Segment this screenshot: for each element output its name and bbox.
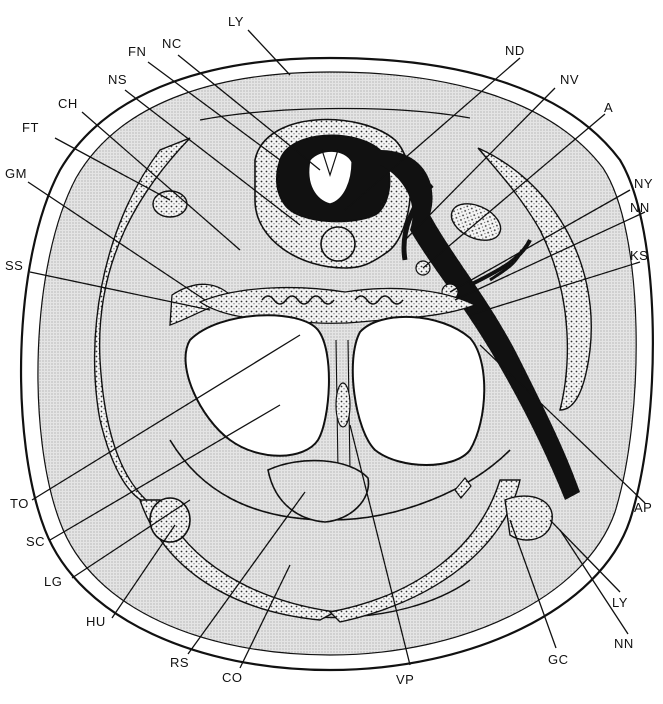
label-ft: FT <box>22 120 39 135</box>
label-ns: NS <box>108 72 127 87</box>
label-co: CO <box>222 670 243 685</box>
label-lg: LG <box>44 574 62 589</box>
label-to: TO <box>10 496 29 511</box>
label-fn: FN <box>128 44 146 59</box>
label-a: A <box>604 100 613 115</box>
neural-region <box>255 120 410 268</box>
label-sc: SC <box>26 534 45 549</box>
label-vp: VP <box>396 672 414 687</box>
label-ss: SS <box>5 258 23 273</box>
label-ly-bottom: LY <box>612 595 628 610</box>
label-ap: AP <box>634 500 652 515</box>
label-nn-bottom: NN <box>614 636 634 651</box>
label-nv: NV <box>560 72 579 87</box>
label-ny: NY <box>634 176 653 191</box>
label-nn-right: NN <box>630 200 650 215</box>
label-hu: HU <box>86 614 106 629</box>
label-ks: KS <box>630 248 648 263</box>
label-nd: ND <box>505 43 525 58</box>
label-gm: GM <box>5 166 27 181</box>
label-nc: NC <box>162 36 182 51</box>
label-ch: CH <box>58 96 78 111</box>
label-rs: RS <box>170 655 189 670</box>
label-ly-top: LY <box>228 14 244 29</box>
label-gc: GC <box>548 652 569 667</box>
